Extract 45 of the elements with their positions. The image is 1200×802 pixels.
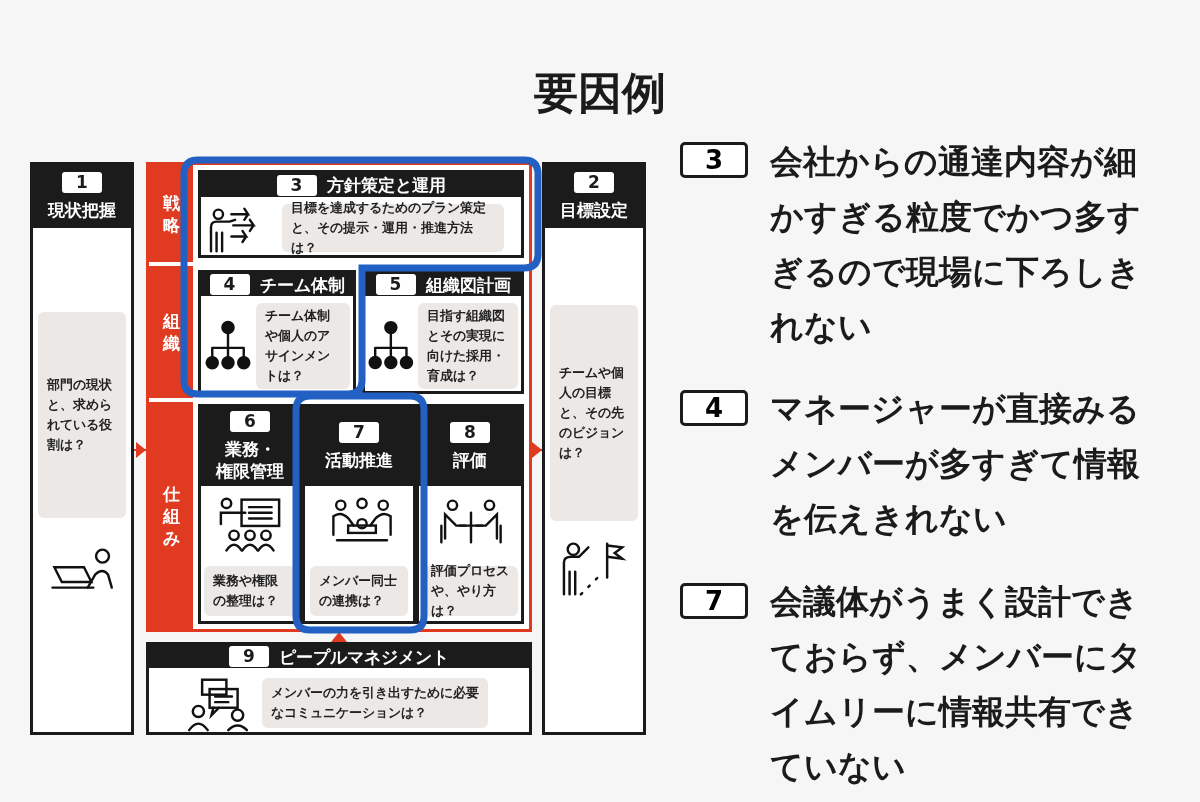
arrow — [133, 442, 147, 458]
number-badge: 1 — [62, 172, 102, 193]
category-card — [198, 170, 524, 258]
card-title: 方針策定と運用 — [326, 174, 446, 196]
category-card — [542, 162, 646, 735]
number-badge: 9 — [229, 646, 269, 667]
category-card — [146, 642, 532, 735]
card-title: 活動推進 — [325, 449, 393, 471]
category-card — [362, 270, 524, 394]
category-card — [302, 404, 416, 624]
number-badge: 2 — [574, 172, 614, 193]
category-band: 仕組み — [149, 402, 193, 629]
speech-bubble: チームや個人の目標と、その先のビジョンは？ — [550, 305, 638, 521]
note-text: 会議体がうまく設計できておらず、メンバーにタイムリーに情報共有できていない — [770, 581, 1143, 788]
speech-bubble: 業務や権限の整理は？ — [204, 566, 296, 616]
number-badge: 7 — [680, 583, 748, 619]
arrow — [331, 631, 347, 643]
note-text: 会社からの通達内容が細かすぎる粒度でかつ多すぎるので現場に下ろしきれない — [770, 141, 1142, 348]
card-title: 評価 — [453, 449, 487, 471]
number-badge: 7 — [339, 422, 379, 443]
card-title: 目標設定 — [560, 199, 628, 221]
card-title: 業務・権限管理 — [215, 438, 285, 482]
number-badge: 4 — [680, 390, 748, 426]
speech-bubble: メンバーの力を引き出すために必要なコミュニケーションは？ — [262, 678, 488, 728]
category-card — [30, 162, 134, 735]
category-card — [198, 404, 302, 624]
category-card — [198, 270, 356, 394]
card-title: 現状把握 — [48, 199, 116, 221]
number-badge: 3 — [276, 174, 317, 196]
category-card — [416, 404, 524, 624]
speech-bubble: 目指す組織図とその実現に向けた採用・育成は？ — [418, 303, 518, 389]
number-badge: 5 — [375, 274, 416, 295]
card-title: ピープルマネジメント — [279, 645, 449, 668]
speech-bubble: メンバー同士の連携は？ — [310, 566, 408, 616]
speech-bubble: 部門の現状と、求められている役割は？ — [38, 312, 126, 518]
number-badge: 8 — [450, 422, 490, 443]
number-badge: 6 — [230, 411, 270, 432]
card-title: チーム体制 — [259, 273, 345, 296]
number-badge: 4 — [209, 274, 250, 295]
card-title: 組織図計画 — [425, 273, 511, 296]
diagram-title: 要因例 — [533, 66, 667, 120]
arrow — [531, 442, 543, 458]
speech-bubble: チーム体制や個人のアサインメントは？ — [256, 303, 350, 389]
note-text: マネージャーが直接みるメンバーが多すぎて情報を伝えきれない — [770, 388, 1141, 540]
number-badge: 3 — [680, 142, 748, 178]
